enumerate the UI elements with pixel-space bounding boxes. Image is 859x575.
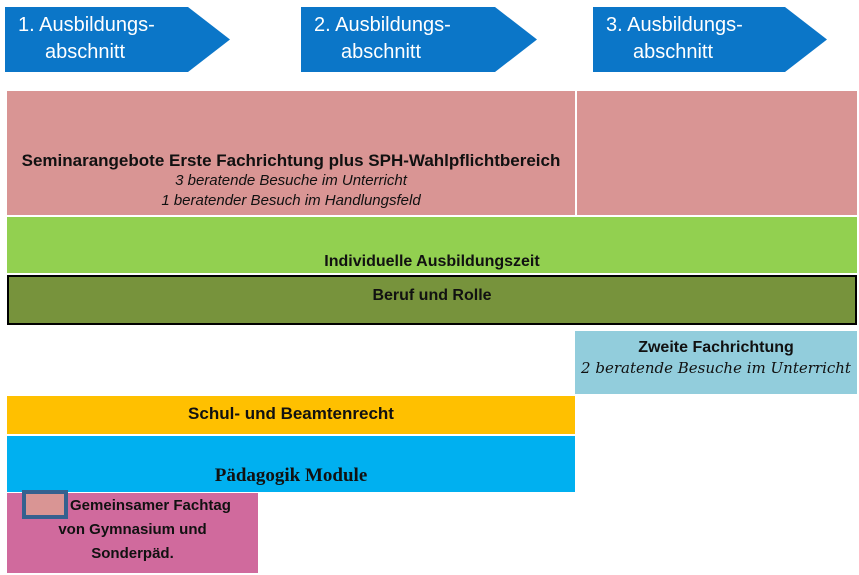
bar-individuelle-ausbildungszeit: Individuelle Ausbildungszeit (7, 217, 857, 273)
bar-zweite-fachrichtung: Zweite Fachrichtung 2 beratende Besuche … (575, 331, 857, 394)
bar-seminarangebote-left-section: Seminarangebote Erste Fachrichtung plus … (7, 91, 577, 215)
arrow-phase-3-line1: 3. Ausbildungs- (606, 14, 743, 36)
fachtag-line2: von Gymnasium und (58, 521, 207, 538)
fachtag-line3: Sonderpäd. (91, 545, 174, 562)
arrow-phase-2: 2. Ausbildungs- abschnitt (301, 7, 537, 72)
fachtag-line1: Gemeinsamer Fachtag (70, 497, 231, 514)
arrow-phase-3: 3. Ausbildungs- abschnitt (593, 7, 827, 72)
bar-beruf-und-rolle: Beruf und Rolle (7, 275, 857, 325)
bar-paedagogik-module: Pädagogik Module (7, 436, 575, 492)
bar-seminarangebote: Seminarangebote Erste Fachrichtung plus … (7, 91, 857, 215)
bar-gemeinsamer-fachtag: Gemeinsamer Fachtag von Gymnasium und So… (7, 490, 258, 573)
seminar-visits-line2: 1 beratender Besuch im Handlungsfeld (161, 192, 421, 209)
arrow-phase-1-line1: 1. Ausbildungs- (18, 14, 155, 36)
seminar-visits-line1: 3 beratende Besuche im Unterricht (175, 172, 407, 189)
zweite-title: Zweite Fachrichtung (638, 339, 794, 356)
arrow-phase-1: 1. Ausbildungs- abschnitt (5, 7, 230, 72)
schulrecht-label: Schul- und Beamtenrecht (188, 404, 394, 423)
individuelle-label: Individuelle Ausbildungszeit (324, 253, 540, 270)
beruf-label: Beruf und Rolle (372, 287, 492, 304)
arrow-phase-2-line2: abschnitt (341, 41, 422, 63)
arrow-phase-1-line2: abschnitt (45, 41, 126, 63)
rose-legend-swatch-icon (22, 490, 68, 519)
seminar-title: Seminarangebote Erste Fachrichtung plus … (21, 151, 561, 170)
arrow-phase-2-line1: 2. Ausbildungs- (314, 14, 451, 36)
fachtag-row1: Gemeinsamer Fachtag (22, 490, 258, 519)
paedagogik-label: Pädagogik Module (214, 465, 368, 486)
zweite-visits: 2 beratende Besuche im Unterricht (581, 359, 851, 377)
arrow-phase-3-line2: abschnitt (633, 41, 714, 63)
bar-schul-und-beamtenrecht: Schul- und Beamtenrecht (7, 396, 575, 434)
